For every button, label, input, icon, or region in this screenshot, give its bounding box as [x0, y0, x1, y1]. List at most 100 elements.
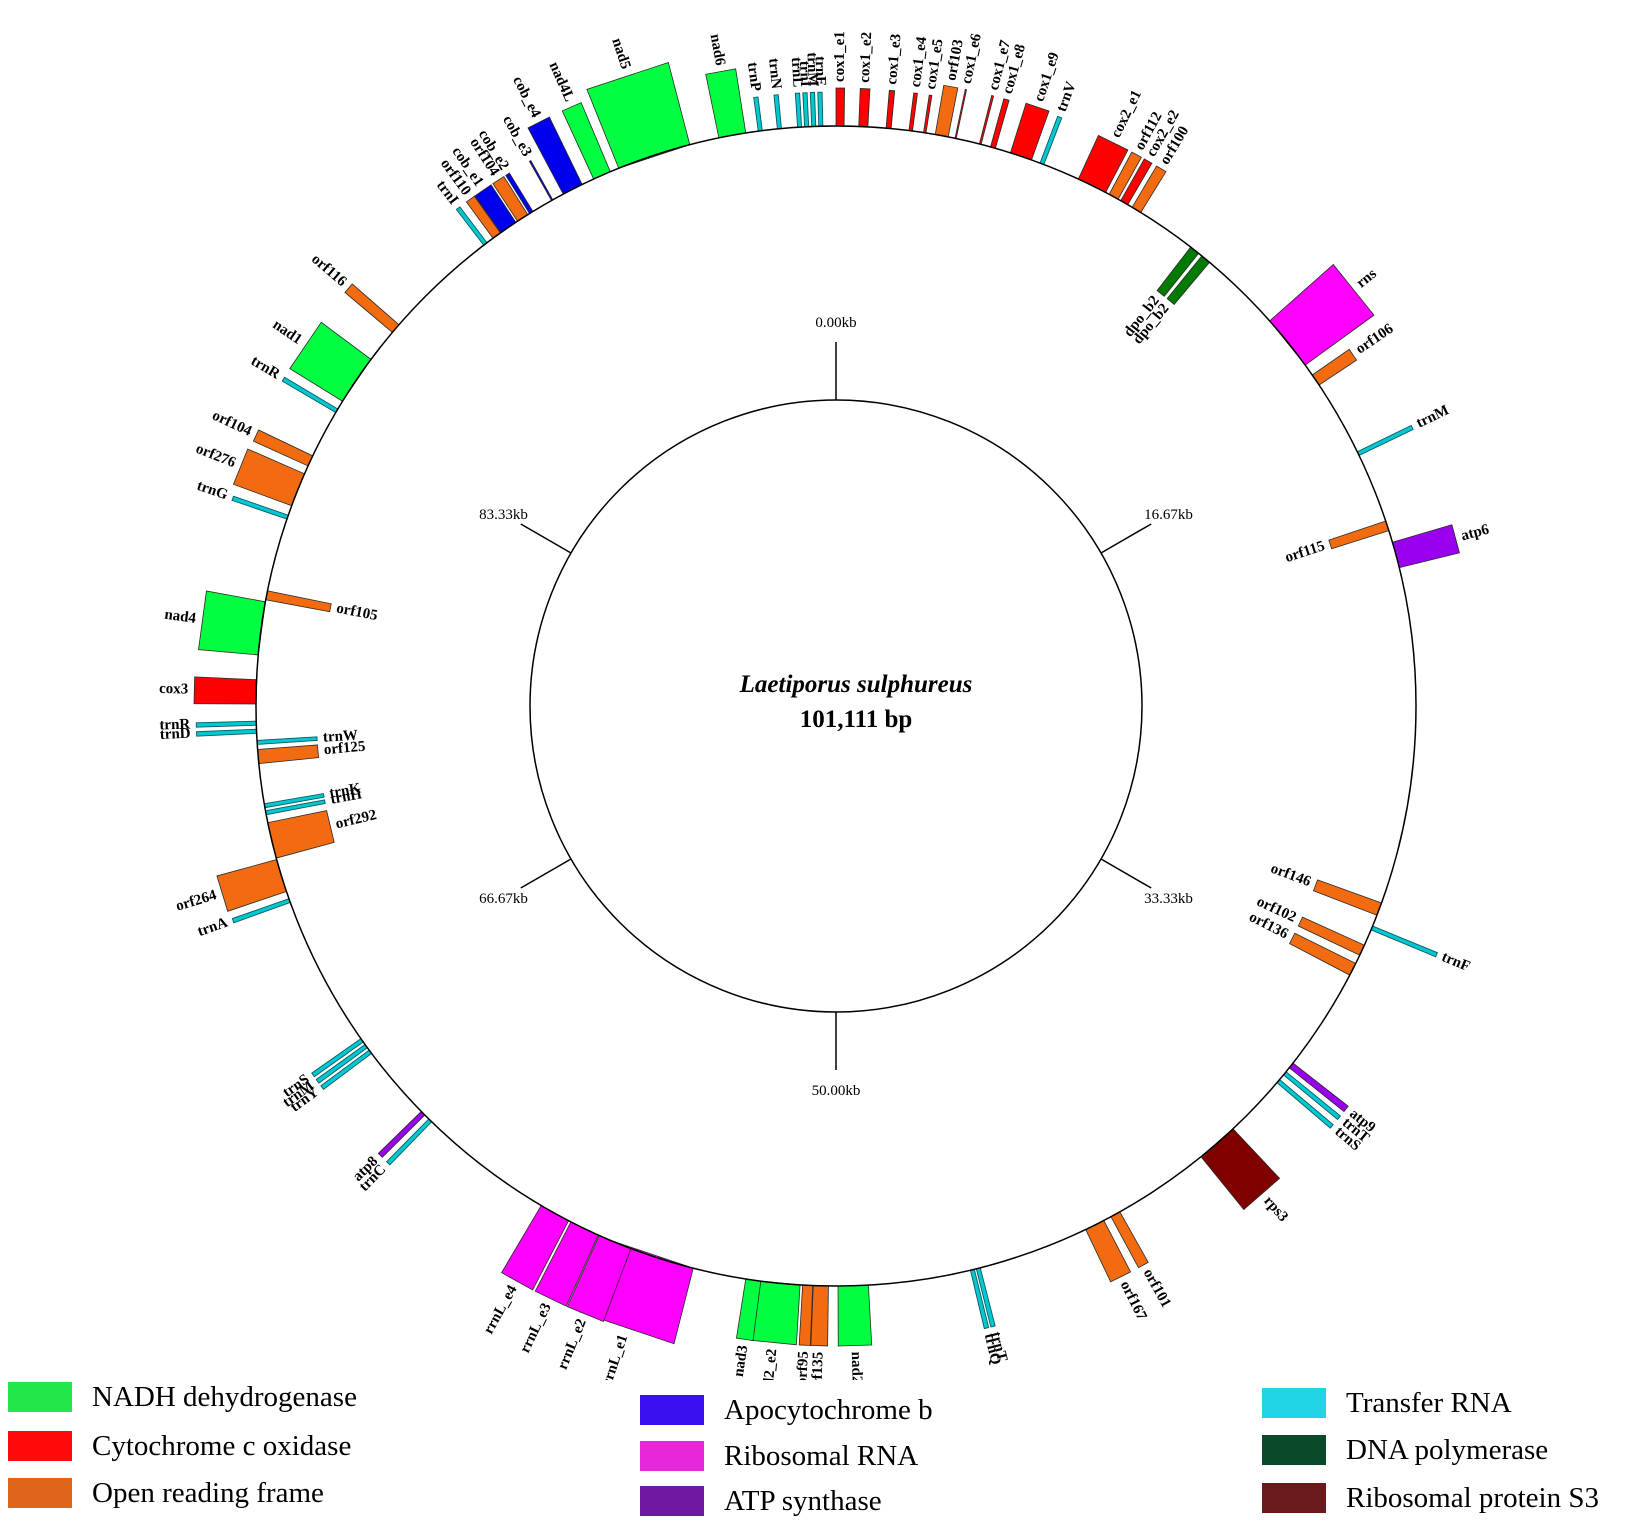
- legend-swatch: [640, 1395, 704, 1425]
- legend-label: NADH dehydrogenase: [92, 1381, 357, 1413]
- scale-tick-label: 83.33kb: [479, 507, 528, 523]
- gene-label: orf146: [1268, 861, 1313, 891]
- gene-block: [817, 91, 824, 127]
- gene-block: [1009, 102, 1050, 161]
- gene-block: [809, 91, 817, 127]
- gene-label: orf292: [334, 807, 378, 832]
- gene-block: [908, 92, 918, 132]
- gene-block: [934, 84, 959, 138]
- gene-block: [835, 87, 846, 127]
- gene-label: trnN: [765, 57, 784, 89]
- legend-label: ATP synthase: [724, 1485, 882, 1517]
- legend-label: Ribosomal protein S3: [1346, 1482, 1599, 1514]
- gene-block: [705, 68, 747, 139]
- legend-swatch: [640, 1486, 704, 1516]
- gene-label: nad5: [608, 36, 633, 71]
- gene-block: [256, 736, 318, 745]
- gene-block: [1391, 524, 1460, 569]
- gene-label: cox1_e4: [908, 35, 930, 88]
- genome-size: 101,111 bp: [800, 706, 913, 733]
- gene-label: nad3: [731, 1344, 751, 1378]
- gene-block: [320, 1049, 373, 1091]
- legend-label: Open reading frame: [92, 1477, 324, 1509]
- gene-label: trnF: [1439, 949, 1472, 975]
- legend-swatch: [1262, 1435, 1326, 1465]
- genome-map: 0.00kb16.67kb33.33kb50.00kb66.67kb83.33k…: [159, 31, 1492, 1380]
- gene-block: [196, 728, 258, 737]
- gene-block: [198, 590, 266, 656]
- gene-label: orf115: [1283, 538, 1327, 566]
- gene-block: [858, 88, 871, 128]
- gene-label: orf105: [335, 600, 379, 624]
- gene-label: trnM: [803, 52, 820, 87]
- legend: NADH dehydrogenase Cytochrome c oxidase …: [0, 1380, 1650, 1530]
- outer-genome-circle: [255, 125, 1417, 1287]
- gene-label: nad2_e1: [848, 1351, 866, 1380]
- gene-label: orf276: [193, 441, 238, 472]
- gene-block: [954, 88, 968, 140]
- scale-tick: [1100, 858, 1152, 889]
- gene-block: [315, 1043, 368, 1084]
- gene-label: trnW: [322, 728, 358, 746]
- gene-block: [344, 283, 400, 333]
- genome-species-name: Laetiporus sulphureus: [739, 671, 973, 698]
- gene-label: trnV: [1054, 79, 1080, 114]
- gene-label: nad6: [707, 33, 728, 68]
- gene-label: orf167: [1117, 1279, 1150, 1324]
- gene-label: nad4L: [546, 60, 577, 105]
- legend-swatch: [1262, 1483, 1326, 1513]
- gene-label: nad4: [163, 607, 197, 627]
- legend-label: Transfer RNA: [1346, 1387, 1512, 1419]
- gene-block: [802, 92, 810, 128]
- gene-label: trnR: [159, 717, 190, 734]
- gene-block: [1356, 424, 1414, 456]
- legend-swatch: [640, 1441, 704, 1471]
- gene-block: [810, 1285, 829, 1347]
- gene-label: trnA: [196, 915, 231, 940]
- scale-ticks: 0.00kb16.67kb33.33kb50.00kb66.67kb83.33k…: [479, 315, 1193, 1099]
- gene-label: nad1: [270, 317, 305, 348]
- gene-label: cox1_e1: [832, 31, 848, 82]
- gene-label: rrnL_e4: [481, 1282, 521, 1337]
- gene-block: [923, 94, 933, 134]
- gene-label: trnH: [329, 786, 363, 808]
- gene-block: [195, 720, 257, 728]
- gene-label: rrnL_e3: [517, 1301, 555, 1356]
- legend-swatch: [8, 1431, 72, 1461]
- gene-block: [978, 95, 995, 145]
- scale-tick-label: 50.00kb: [812, 1083, 861, 1099]
- gene-block: [193, 676, 258, 705]
- scale-tick: [1100, 523, 1152, 554]
- gene-block: [798, 1284, 814, 1346]
- legend-label: Apocytochrome b: [724, 1394, 933, 1426]
- gene-block: [267, 810, 335, 859]
- gene-block: [257, 744, 320, 765]
- gene-label: orf116: [308, 251, 350, 290]
- scale-tick-label: 33.33kb: [1144, 891, 1193, 907]
- gene-label: trnG: [195, 478, 230, 504]
- gene-block: [794, 92, 803, 128]
- gene-label: orf95: [794, 1351, 812, 1380]
- gene-block: [837, 1284, 873, 1347]
- gene-label: trnD: [159, 726, 191, 743]
- gene-label: orf106: [1353, 321, 1397, 358]
- gene-label: trnI: [796, 61, 813, 88]
- gene-label: orf264: [174, 887, 219, 915]
- gene-label: orf101: [1140, 1266, 1174, 1310]
- gene-label: trnK: [328, 780, 362, 801]
- gene-block: [586, 61, 691, 169]
- gene-label: rns: [1354, 266, 1380, 292]
- gene-label: orf125: [323, 739, 366, 759]
- gene-label: trnP: [744, 61, 764, 92]
- gene-label: cox3: [159, 681, 189, 698]
- gene-block: [753, 96, 763, 132]
- gene-label: trnE: [812, 56, 829, 86]
- scale-tick-label: 0.00kb: [815, 315, 856, 331]
- gene-block: [265, 590, 332, 613]
- scale-tick-label: 66.67kb: [479, 891, 528, 907]
- gene-block: [1370, 925, 1438, 958]
- gene-label: atp6: [1459, 521, 1491, 544]
- gene-label: cox1_e3: [884, 33, 905, 85]
- gene-label: trnQ: [981, 1332, 1004, 1367]
